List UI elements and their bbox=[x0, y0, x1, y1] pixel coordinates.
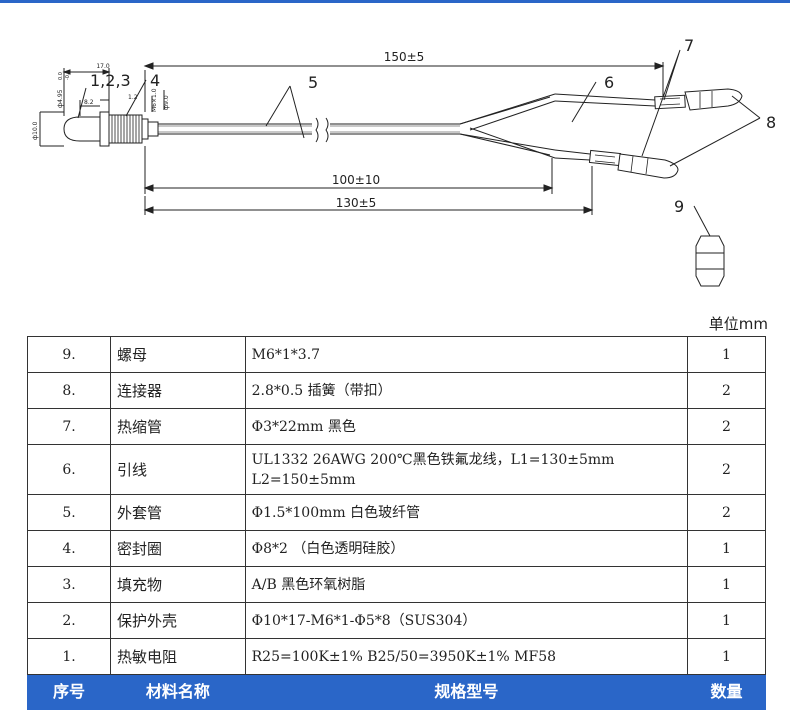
table-row: 1. 热敏电阻 R25=100K±1% B25/50=3950K±1% MF58… bbox=[27, 638, 766, 675]
table-row: 2. 保护外壳 Φ10*17-M6*1-Φ5*8（SUS304） 1 bbox=[27, 602, 766, 639]
top-accent-line bbox=[0, 0, 790, 3]
dim-mid: 130±5 bbox=[336, 196, 377, 210]
cell-qty: 1 bbox=[687, 638, 766, 675]
dim-phi9: ф9.0 bbox=[163, 95, 170, 110]
probe-tip bbox=[63, 116, 101, 142]
callout-5: 5 bbox=[308, 73, 318, 92]
cell-qty: 1 bbox=[687, 530, 766, 567]
table-row: 4. 密封圈 Φ8*2 （白色透明硅胶） 1 bbox=[27, 530, 766, 567]
dim-phi10: ф10.0 bbox=[32, 121, 39, 140]
cell-name: 螺母 bbox=[110, 336, 246, 373]
cell-name: 外套管 bbox=[110, 494, 246, 531]
cell-name: 保护外壳 bbox=[110, 602, 246, 639]
shell-flange bbox=[99, 111, 110, 147]
cell-name: 连接器 bbox=[110, 372, 246, 409]
cell-name: 热缩管 bbox=[110, 408, 246, 445]
cell-name: 密封圈 bbox=[110, 530, 246, 567]
cell-name: 热敏电阻 bbox=[110, 638, 246, 675]
table-row: 9. 螺母 M6*1*3.7 1 bbox=[27, 336, 766, 373]
dim-82: 8.2 bbox=[84, 99, 94, 106]
callout-4: 4 bbox=[150, 71, 160, 90]
cell-spec: R25=100K±1% B25/50=3950K±1% MF58 bbox=[244, 638, 689, 675]
table-row: 7. 热缩管 Φ3*22mm 黑色 2 bbox=[27, 408, 766, 445]
dim-overall: 150±5 bbox=[384, 50, 425, 64]
cell-no: 4. bbox=[27, 530, 111, 567]
cell-spec: M6*1*3.7 bbox=[244, 336, 689, 373]
cell-spec-line2: L2=150±5mm bbox=[251, 471, 356, 488]
cell-spec: Φ3*22mm 黑色 bbox=[244, 408, 689, 445]
cell-name: 填充物 bbox=[110, 566, 246, 603]
table-header-row: 序号 材料名称 规格型号 数量 bbox=[27, 674, 766, 710]
cell-qty: 2 bbox=[687, 408, 766, 445]
cell-spec: UL1332 26AWG 200℃黑色铁氟龙线，L1=130±5mm L2=15… bbox=[244, 444, 689, 495]
header-no: 序号 bbox=[27, 674, 111, 710]
cell-no: 1. bbox=[27, 638, 111, 675]
cell-spec: 2.8*0.5 插簧（带扣） bbox=[244, 372, 689, 409]
callout-7: 7 bbox=[684, 36, 694, 55]
cell-no: 9. bbox=[27, 336, 111, 373]
table-row: 8. 连接器 2.8*0.5 插簧（带扣） 2 bbox=[27, 372, 766, 409]
cell-qty: 1 bbox=[687, 566, 766, 603]
unit-label: 单位mm bbox=[708, 315, 768, 333]
dim-495-tol-top: 0.0 bbox=[58, 72, 64, 80]
header-name: 材料名称 bbox=[110, 674, 246, 710]
cell-name: 引线 bbox=[110, 444, 246, 495]
cell-no: 7. bbox=[27, 408, 111, 445]
cell-no: 5. bbox=[27, 494, 111, 531]
bom-table: 9. 螺母 M6*1*3.7 1 8. 连接器 2.8*0.5 插簧（带扣） 2… bbox=[27, 336, 766, 710]
table-row: 6. 引线 UL1332 26AWG 200℃黑色铁氟龙线，L1=130±5mm… bbox=[27, 444, 766, 495]
dim-17: 17.0 bbox=[96, 63, 110, 70]
table-row: 3. 填充物 A/B 黑色环氧树脂 1 bbox=[27, 566, 766, 603]
technical-drawing: 150±5 100±10 130±5 17.0 ф4.95 0.0 -0.1 8… bbox=[32, 36, 776, 287]
cell-qty: 1 bbox=[687, 602, 766, 639]
cell-spec: Φ8*2 （白色透明硅胶） bbox=[244, 530, 689, 567]
callout-8: 8 bbox=[766, 113, 776, 132]
cell-no: 6. bbox=[27, 444, 111, 495]
dim-m6: M6×1.0 bbox=[151, 88, 158, 112]
dim-495: ф4.95 bbox=[57, 89, 64, 108]
table-row: 5. 外套管 Φ1.5*100mm 白色玻纤管 2 bbox=[27, 494, 766, 531]
dim-12: 1.2 bbox=[128, 94, 138, 101]
dim-495-tol-bot: -0.1 bbox=[65, 70, 71, 80]
cell-qty: 2 bbox=[687, 494, 766, 531]
cell-no: 3. bbox=[27, 566, 111, 603]
header-qty: 数量 bbox=[687, 674, 766, 710]
callout-6: 6 bbox=[604, 73, 614, 92]
cell-spec-line1: UL1332 26AWG 200℃黑色铁氟龙线，L1=130±5mm bbox=[251, 451, 615, 468]
cell-qty: 2 bbox=[687, 444, 766, 495]
cell-spec: A/B 黑色环氧树脂 bbox=[244, 566, 689, 603]
connector-upper bbox=[684, 88, 743, 111]
cell-qty: 1 bbox=[687, 336, 766, 373]
thread-body bbox=[108, 114, 143, 144]
dim-inner: 100±10 bbox=[332, 173, 380, 187]
cell-qty: 2 bbox=[687, 372, 766, 409]
callout-9: 9 bbox=[674, 197, 684, 216]
cell-no: 8. bbox=[27, 372, 111, 409]
connector-lower bbox=[617, 153, 679, 179]
cell-no: 2. bbox=[27, 602, 111, 639]
cell-spec: Φ10*17-M6*1-Φ5*8（SUS304） bbox=[244, 602, 689, 639]
callout-123: 1,2,3 bbox=[90, 71, 131, 90]
seal-ring bbox=[141, 118, 149, 140]
cell-spec: Φ1.5*100mm 白色玻纤管 bbox=[244, 494, 689, 531]
nut-drawing bbox=[695, 235, 725, 287]
header-spec: 规格型号 bbox=[244, 674, 689, 710]
